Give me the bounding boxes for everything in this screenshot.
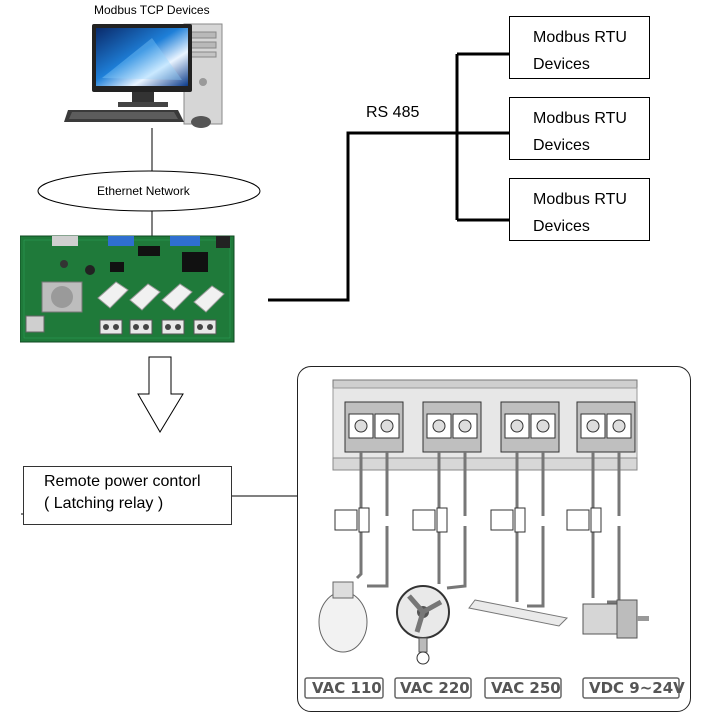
load-label: VAC 220 xyxy=(400,679,470,697)
load-label: VAC 110 xyxy=(312,679,382,697)
controller-board xyxy=(20,235,235,343)
ethernet-label: Ethernet Network xyxy=(97,184,190,198)
rtu-device-sublabel: Devices xyxy=(533,137,590,154)
tcp-devices-title: Modbus TCP Devices xyxy=(94,3,210,17)
remote-subtitle: ( Latching relay ) xyxy=(44,495,164,512)
rtu-device-sublabel: Devices xyxy=(533,56,590,73)
rs485-label: RS 485 xyxy=(366,104,420,121)
load-label: VAC 250 xyxy=(491,679,561,697)
rtu-device-box: Modbus RTU Devices xyxy=(509,97,650,160)
rtu-device-box: Modbus RTU Devices xyxy=(509,178,650,241)
remote-power-control-box: Remote power contorl ( Latching relay ) xyxy=(23,466,232,525)
remote-title: Remote power contorl xyxy=(44,473,201,490)
rtu-device-label: Modbus RTU xyxy=(533,110,627,127)
rtu-device-label: Modbus RTU xyxy=(533,29,627,46)
rtu-device-label: Modbus RTU xyxy=(533,191,627,208)
rtu-device-box: Modbus RTU Devices xyxy=(509,16,650,79)
ethernet-network-ellipse xyxy=(37,170,261,212)
computer-icon xyxy=(64,23,223,128)
rtu-device-sublabel: Devices xyxy=(533,218,590,235)
relay-terminal-illustration xyxy=(304,379,680,699)
load-label: VDC 9~24V xyxy=(589,679,685,697)
down-arrow-icon xyxy=(137,356,184,433)
